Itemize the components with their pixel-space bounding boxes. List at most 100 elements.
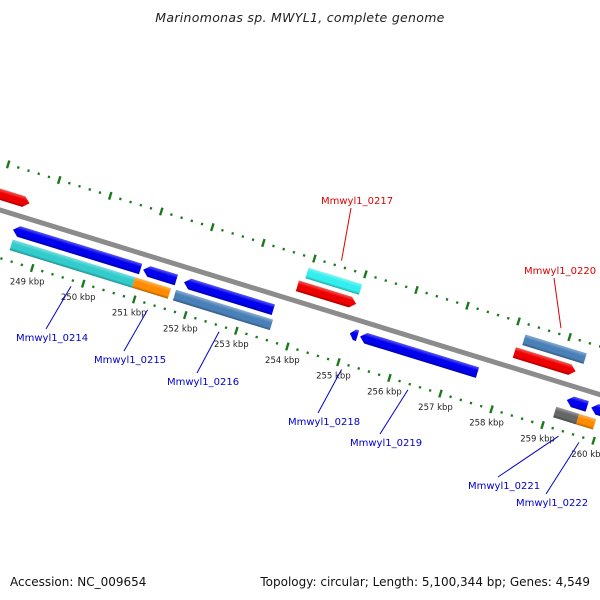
feature-shading: [0, 187, 30, 207]
minor-tick: [455, 301, 459, 305]
tick-label: 250 kbp: [61, 293, 96, 303]
major-tick: [29, 263, 35, 273]
feature-shading: [143, 266, 178, 286]
major-tick: [591, 436, 596, 445]
minor-tick: [142, 301, 146, 305]
major-tick: [80, 279, 86, 288]
minor-tick: [506, 316, 510, 320]
minor-tick: [241, 235, 245, 239]
minor-tick: [316, 354, 320, 358]
map-title: Marinomonas sp. MWYL1, complete genome: [155, 10, 445, 25]
major-tick: [336, 358, 341, 367]
feature-shading: [172, 289, 274, 331]
major-tick: [285, 342, 290, 351]
minor-tick: [384, 279, 388, 283]
minor-tick: [445, 297, 449, 301]
minor-tick: [547, 329, 551, 333]
minor-tick: [282, 247, 286, 251]
feature-shading: [9, 239, 136, 288]
minor-tick: [190, 219, 194, 223]
major-tick: [210, 223, 215, 232]
minor-tick: [224, 326, 228, 330]
minor-tick: [0, 257, 3, 261]
minor-tick: [418, 385, 422, 389]
gene-label[interactable]: Mmwyl1_0217: [321, 196, 393, 207]
gene-callouts: Mmwyl1_0214Mmwyl1_0215Mmwyl1_0216Mmwyl1_…: [16, 196, 596, 509]
minor-tick: [102, 288, 105, 292]
gene-label[interactable]: Mmwyl1_0218: [288, 417, 360, 428]
accession-text: Accession: NC_009654: [10, 575, 147, 589]
feature-shading: [566, 396, 589, 412]
callout-line: [341, 207, 352, 261]
tick-label: 257 kbp: [418, 403, 453, 413]
upper-tick-track: [5, 160, 600, 348]
minor-tick: [561, 429, 565, 433]
minor-tick: [353, 269, 357, 273]
minor-tick: [173, 310, 177, 314]
minor-tick: [302, 253, 306, 257]
minor-tick: [149, 206, 153, 210]
gene-label[interactable]: Mmwyl1_0222: [516, 498, 588, 509]
major-tick: [540, 420, 545, 430]
minor-tick: [357, 367, 361, 370]
minor-tick: [10, 260, 14, 264]
minor-tick: [557, 332, 561, 336]
gene-label[interactable]: Mmwyl1_0221: [468, 481, 540, 492]
gene-label[interactable]: Mmwyl1_0215: [94, 355, 166, 366]
minor-tick: [500, 410, 504, 414]
gene-label[interactable]: Mmwyl1_0216: [167, 377, 239, 388]
minor-tick: [98, 191, 102, 195]
minor-tick: [428, 388, 432, 392]
tick-label: 260 kbp: [571, 450, 600, 460]
minor-tick: [122, 294, 126, 298]
feature-shading: [553, 406, 580, 425]
minor-tick: [367, 370, 371, 374]
minor-tick: [343, 266, 347, 270]
minor-tick: [476, 307, 480, 311]
major-tick: [387, 373, 392, 383]
tick-label: 253 kbp: [214, 340, 249, 350]
minor-tick: [527, 323, 531, 326]
major-tick: [312, 254, 317, 263]
minor-tick: [374, 275, 377, 279]
gene-label[interactable]: Mmwyl1_0219: [350, 438, 422, 449]
gene-label[interactable]: Mmwyl1_0220: [524, 266, 596, 277]
minor-tick: [479, 404, 483, 408]
minor-tick: [496, 313, 500, 317]
major-tick: [131, 295, 137, 304]
minor-tick: [47, 175, 51, 179]
minor-tick: [449, 395, 452, 399]
minor-tick: [20, 263, 24, 267]
minor-tick: [435, 294, 439, 298]
minor-tick: [118, 197, 122, 201]
major-tick: [56, 175, 62, 185]
minor-tick: [204, 319, 208, 323]
minor-tick: [16, 166, 20, 169]
minor-tick: [153, 304, 156, 308]
minor-tick: [347, 363, 350, 367]
gene-label[interactable]: Mmwyl1_0214: [16, 333, 88, 344]
minor-tick: [112, 291, 116, 295]
major-tick: [414, 285, 419, 295]
minor-tick: [530, 420, 534, 424]
feature-shading: [183, 278, 275, 316]
major-tick: [489, 405, 494, 414]
minor-tick: [394, 282, 398, 286]
major-tick: [261, 238, 266, 248]
feature-shading: [295, 280, 357, 308]
major-tick: [465, 301, 470, 310]
minor-tick: [323, 260, 326, 264]
feature-shading: [349, 329, 360, 341]
minor-tick: [40, 269, 44, 273]
minor-tick: [551, 426, 555, 430]
tick-label: 251 kbp: [112, 309, 147, 319]
callout-line: [545, 442, 580, 495]
feature-shading: [591, 404, 600, 418]
minor-tick: [71, 279, 75, 283]
tick-label: 249 kbp: [10, 277, 45, 287]
callout-line: [123, 309, 149, 352]
minor-tick: [265, 338, 269, 342]
major-tick: [363, 270, 368, 279]
